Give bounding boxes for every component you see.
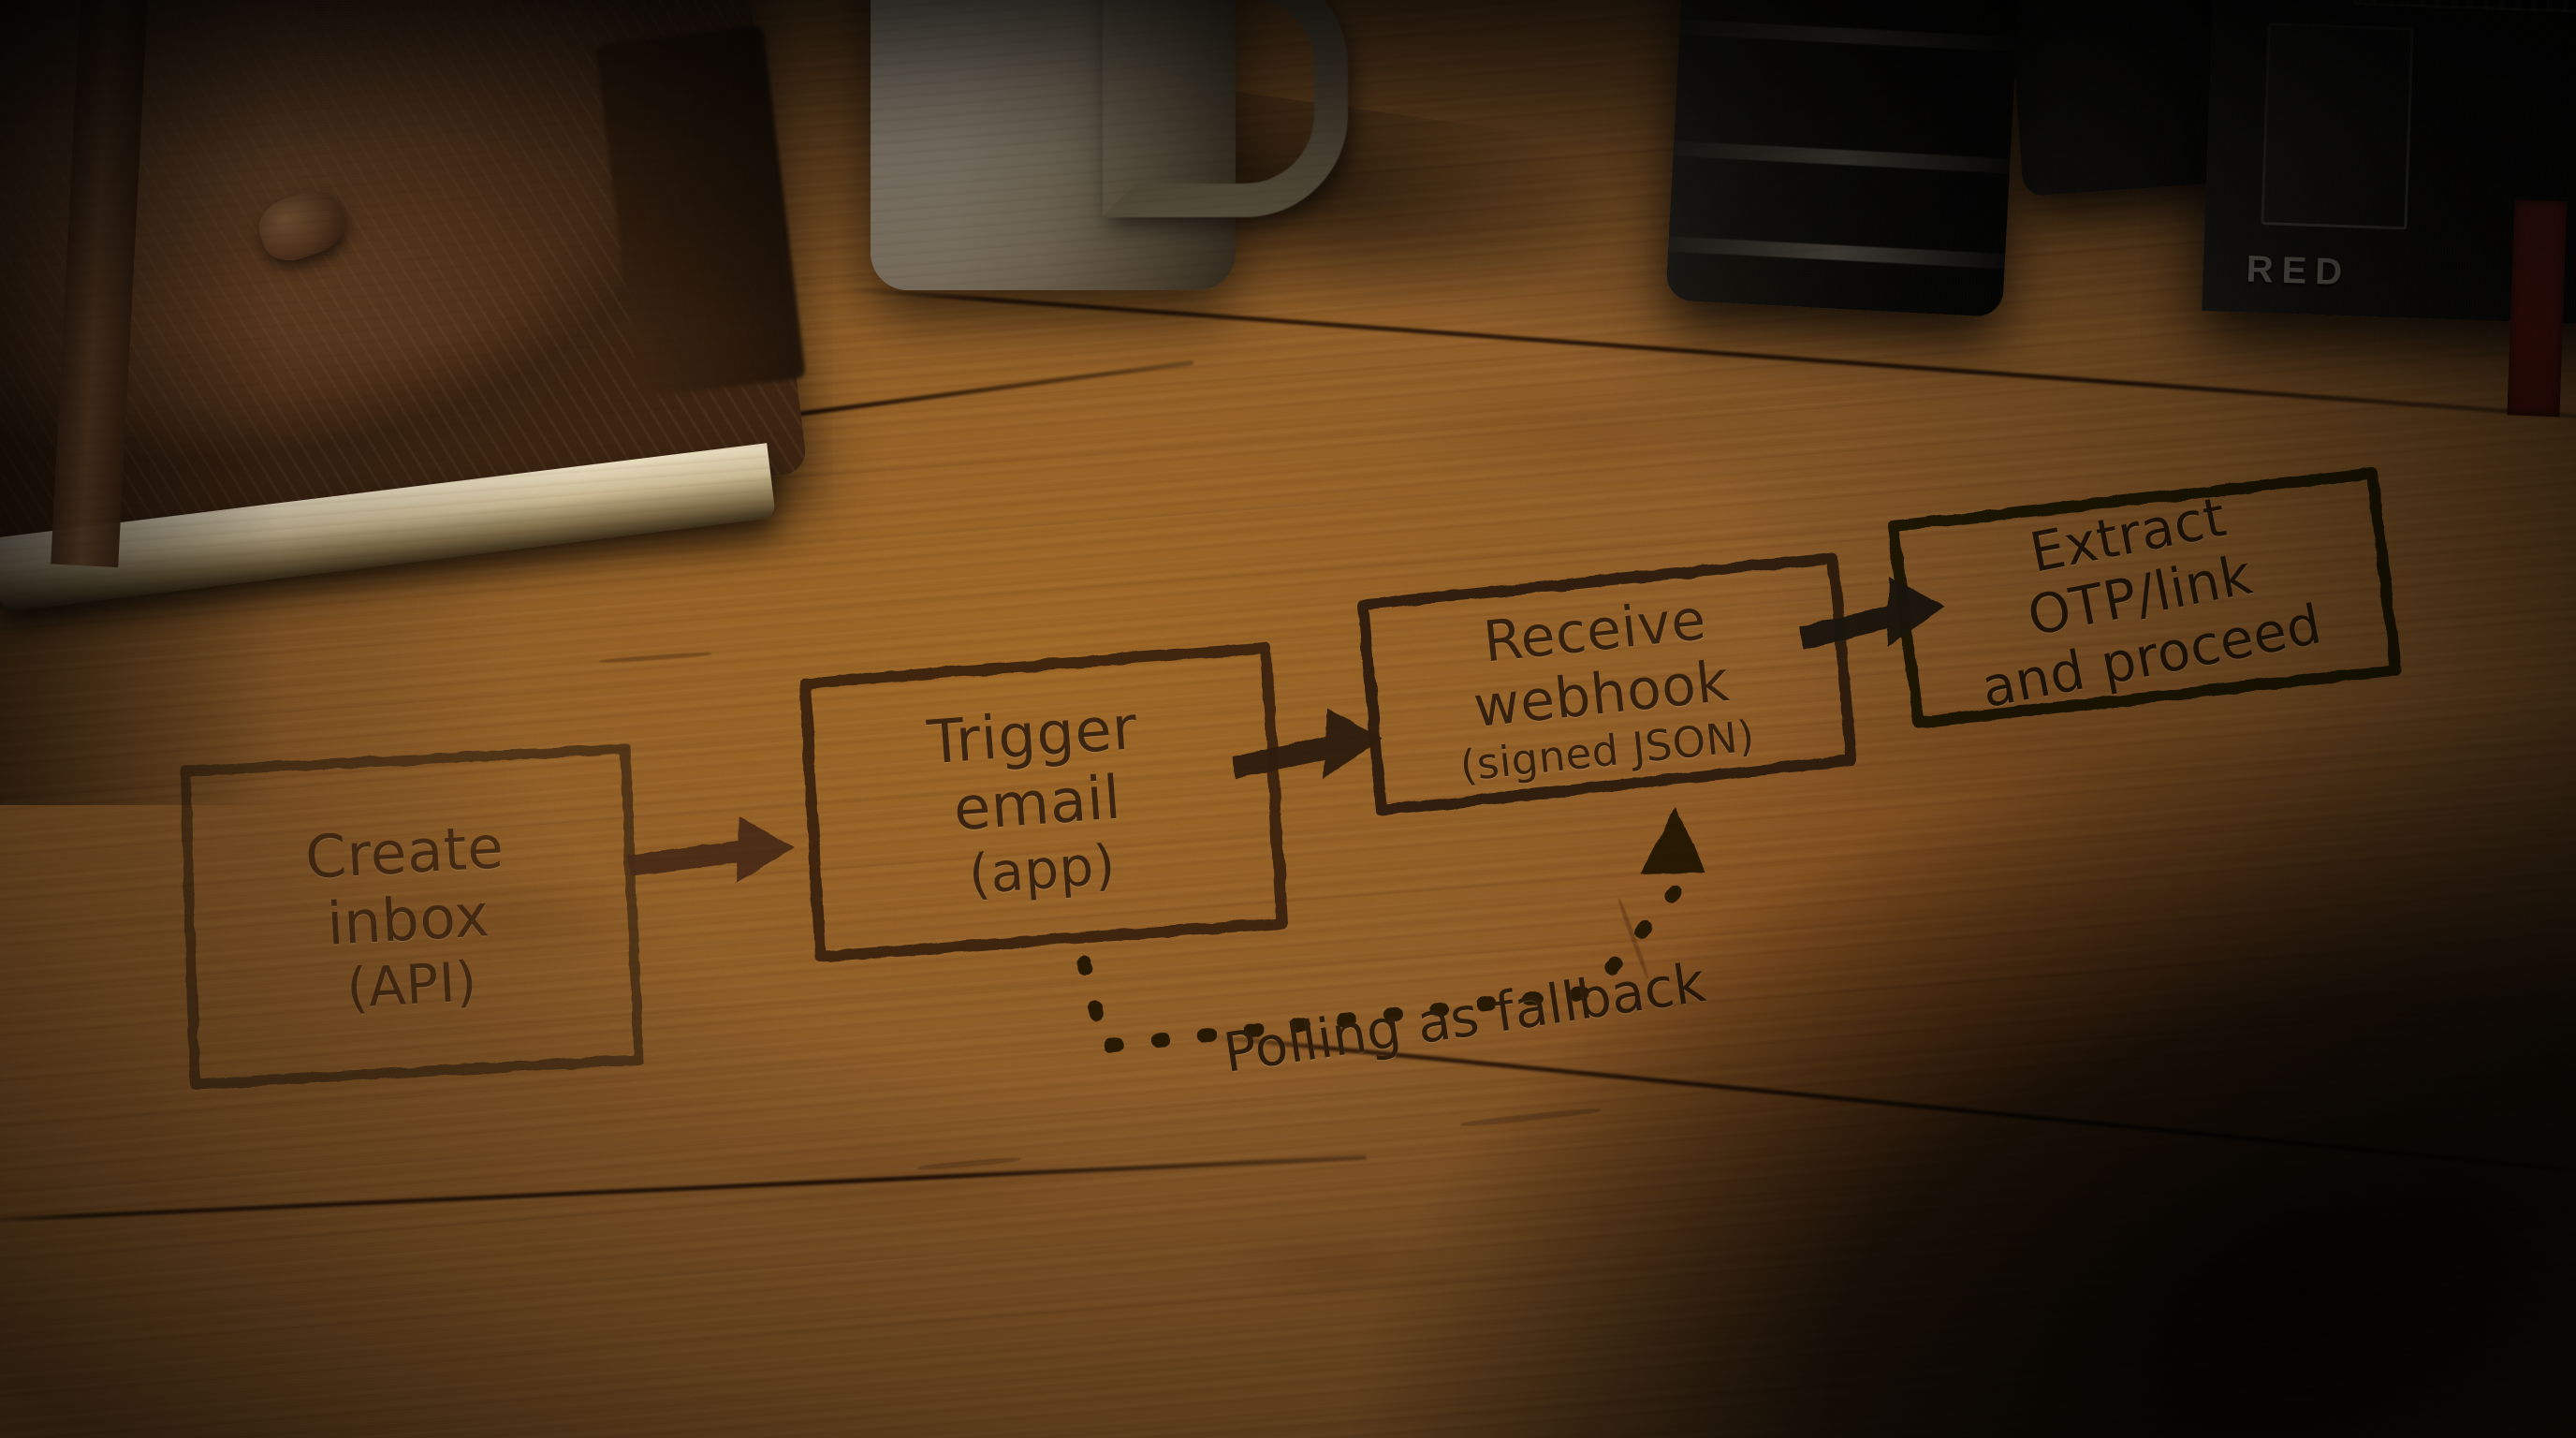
node-line: inbox bbox=[325, 881, 491, 959]
camera-red-accent bbox=[2507, 199, 2568, 418]
cinema-camera: RED bbox=[2202, 0, 2576, 418]
node-trigger-email: Trigger email (app) bbox=[793, 638, 1281, 964]
ceramic-mug bbox=[871, 0, 1348, 290]
node-receive-webhook: Receive webhook (signed JSON) bbox=[1347, 536, 1854, 839]
lens-ring bbox=[1673, 140, 2011, 174]
camera-lens bbox=[1665, 0, 2023, 318]
mug-handle bbox=[1103, 0, 1348, 217]
node-line: (app) bbox=[966, 832, 1119, 907]
lens-ring bbox=[1667, 236, 2006, 270]
node-create-inbox: Create inbox (API) bbox=[175, 742, 642, 1093]
camera-vent bbox=[2352, 0, 2576, 14]
lens-ring bbox=[1679, 19, 2017, 52]
leather-journal bbox=[0, 0, 809, 613]
camera-brand-logo: RED bbox=[2245, 248, 2351, 294]
node-line: (API) bbox=[344, 948, 479, 1020]
camera-side-plate bbox=[2261, 22, 2414, 230]
node-line: Create bbox=[303, 813, 506, 893]
